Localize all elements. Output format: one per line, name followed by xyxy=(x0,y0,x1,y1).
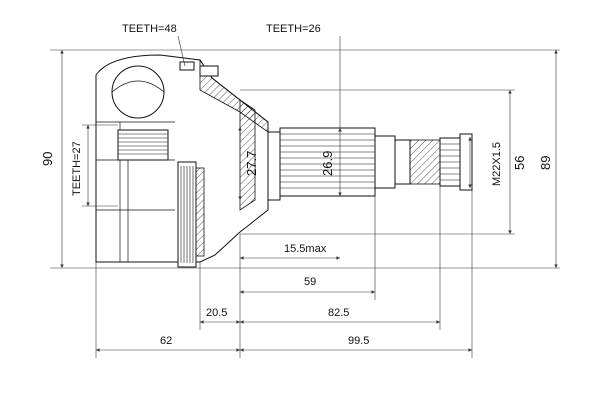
label-teeth-spline: TEETH=26 xyxy=(266,23,321,35)
label-dim-26-9: 26.9 xyxy=(320,151,335,176)
label-dim-27-7: 27.7 xyxy=(244,151,259,176)
thread-lines xyxy=(440,143,460,181)
abs-ring xyxy=(177,161,205,268)
stub-shaft xyxy=(267,127,473,201)
label-dim-20-5: 20.5 xyxy=(206,307,227,319)
outer-housing xyxy=(95,54,269,263)
shaft-spline-lines xyxy=(280,133,375,189)
label-dim-62: 62 xyxy=(160,335,172,347)
label-dim-90: 90 xyxy=(40,152,55,166)
label-dim-82-5: 82.5 xyxy=(328,307,349,319)
dimension-lines xyxy=(50,35,560,358)
label-teeth-inner: TEETH=27 xyxy=(71,141,83,196)
label-teeth-outer: TEETH=48 xyxy=(122,23,177,35)
label-dim-99-5: 99.5 xyxy=(348,335,369,347)
label-dim-89: 89 xyxy=(538,156,553,170)
label-dim-15-5: 15.5max xyxy=(284,243,327,255)
label-dim-59: 59 xyxy=(304,276,316,288)
inner-spline-lines xyxy=(118,133,168,155)
label-dim-m22: M22X1.5 xyxy=(491,142,503,186)
label-dim-56: 56 xyxy=(512,156,527,170)
